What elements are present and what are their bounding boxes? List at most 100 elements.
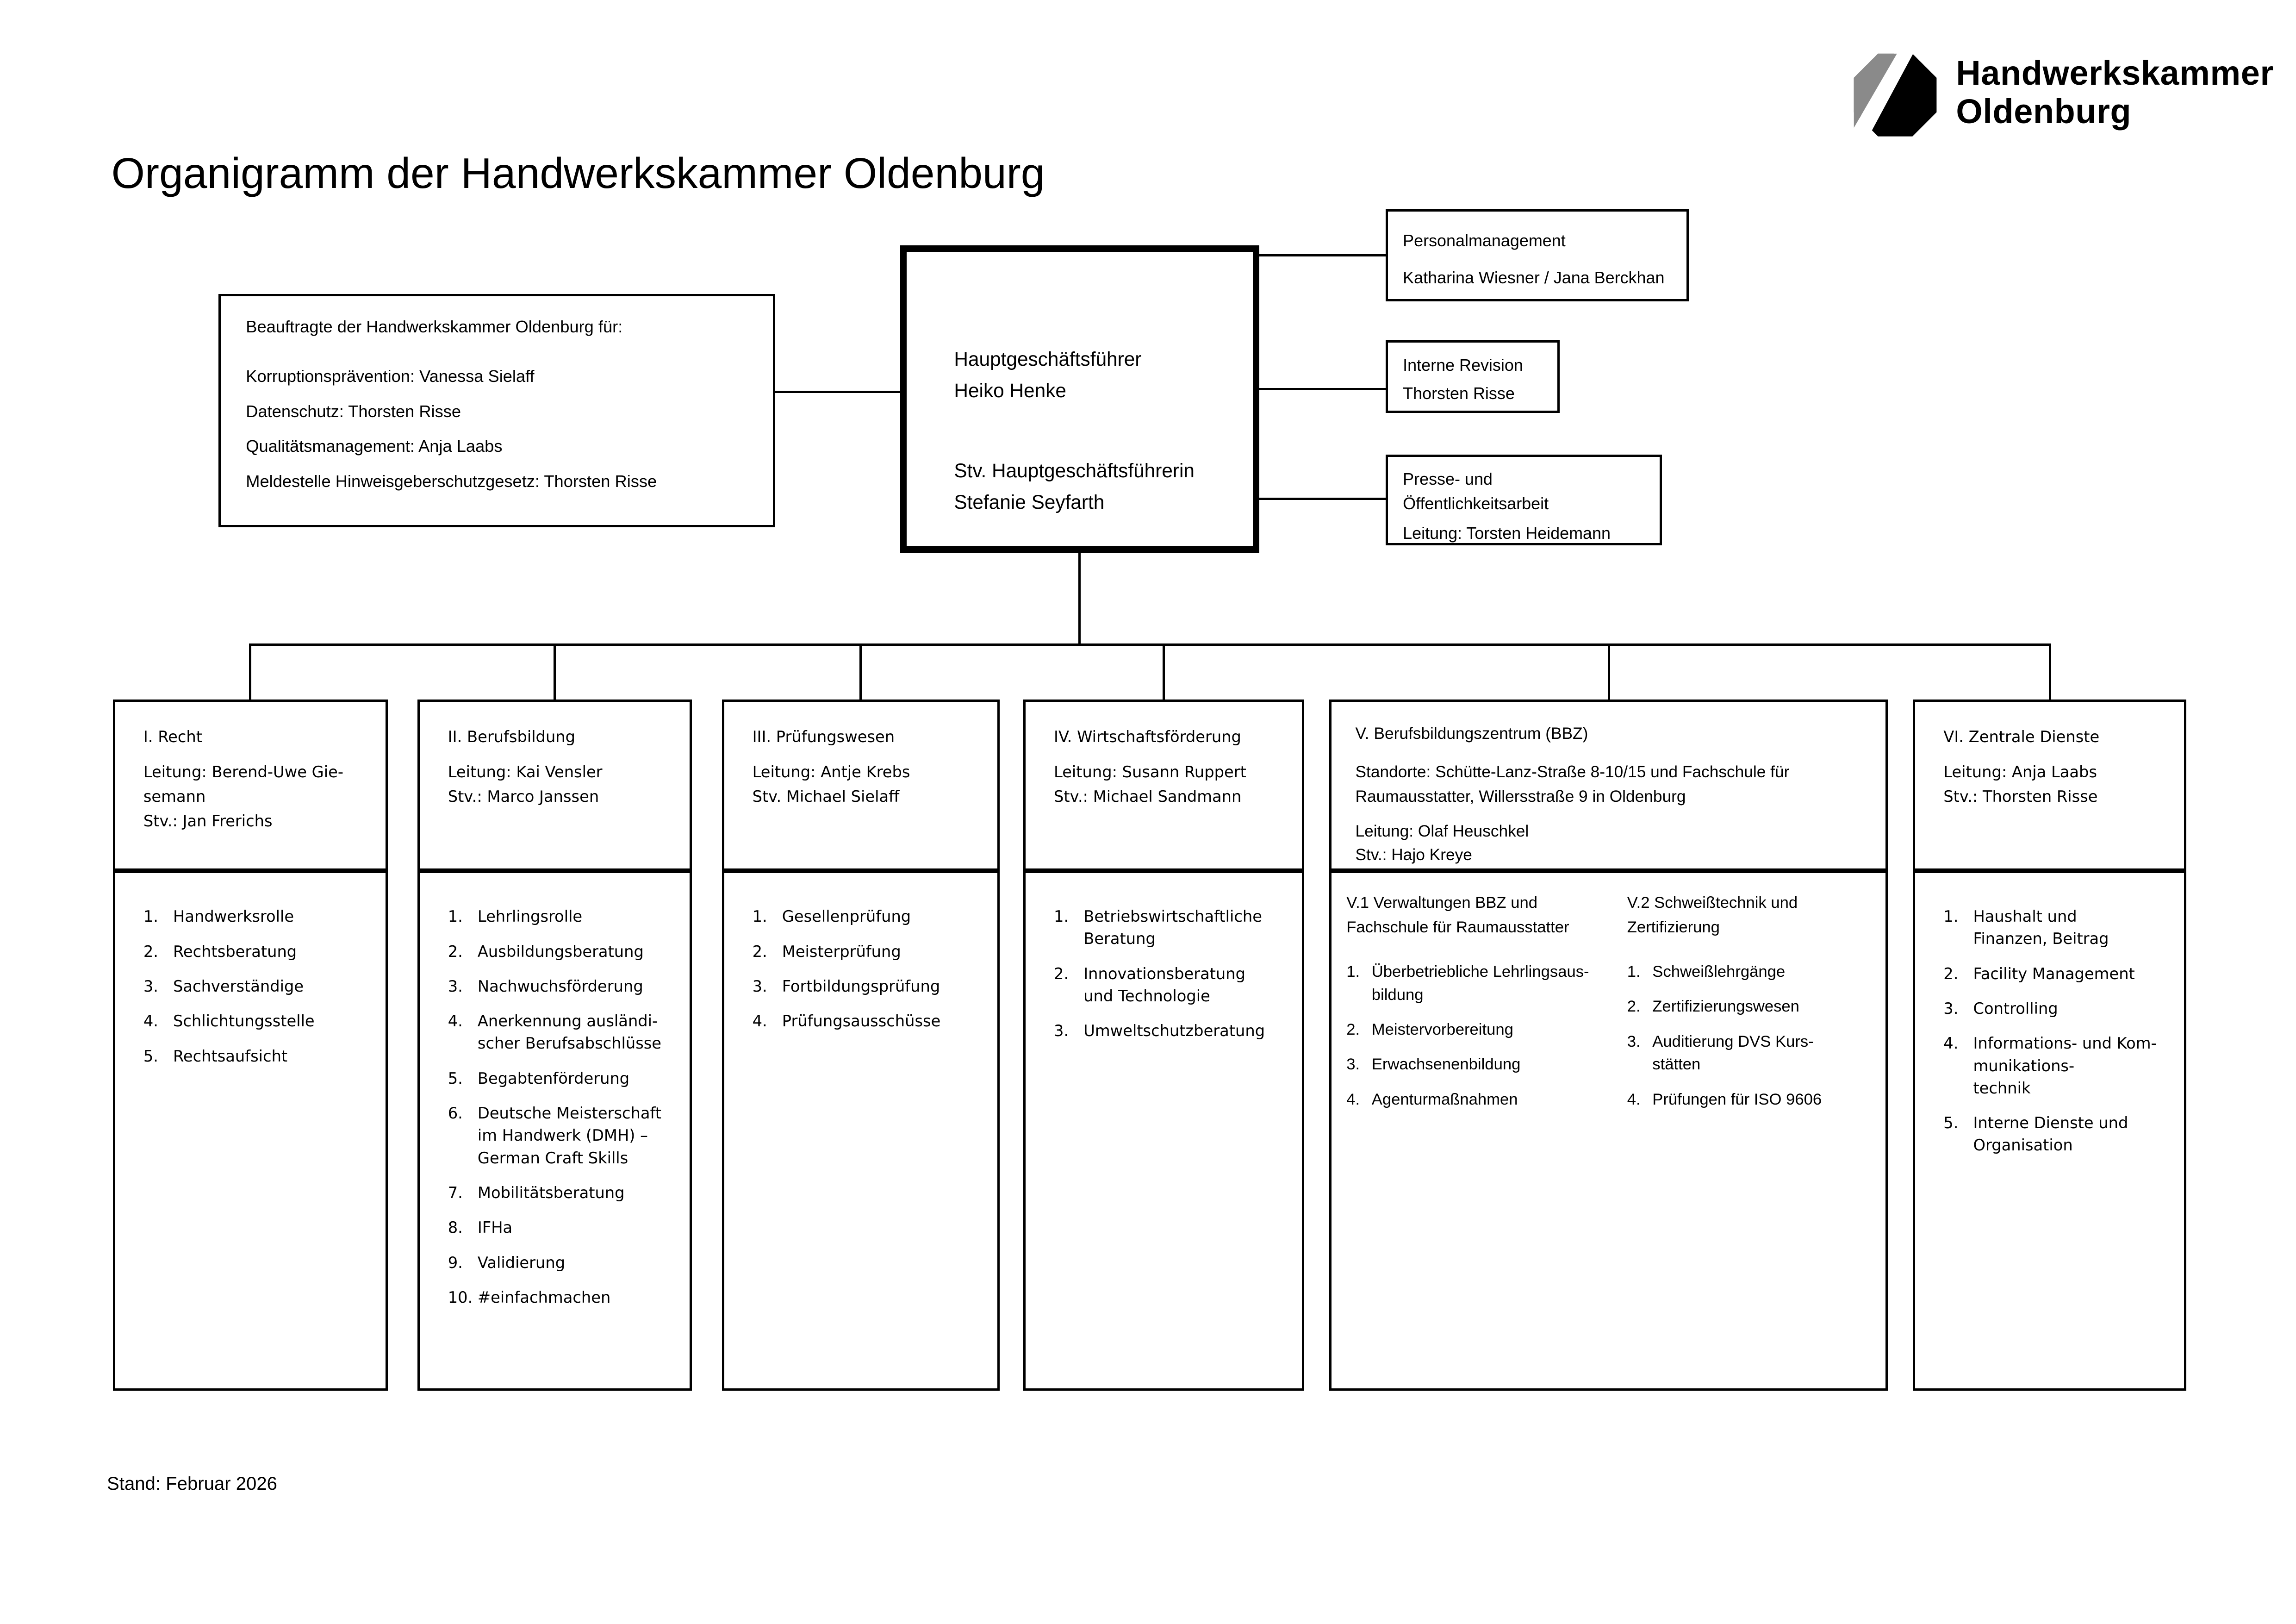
dept-stv: Stv.: Jan Frerichs <box>143 812 273 830</box>
beauftragte-item: Korruptionsprävention: Vanessa Sielaff <box>246 367 535 386</box>
list-item-number: 6. <box>448 1104 463 1123</box>
list-item-number: 1. <box>1943 907 1959 926</box>
list-item-number: 7. <box>448 1183 463 1202</box>
list-item-number: 5. <box>448 1069 463 1087</box>
list-item-text: Deutsche Meisterschaft im Handwerk (DMH)… <box>477 1104 662 1167</box>
dept-leitung: Leitung: Berend-Uwe Gie- semann <box>143 762 344 806</box>
list-item-number: 2. <box>1054 964 1069 983</box>
dept-stv: Stv.: Michael Sandmann <box>1054 787 1242 806</box>
list-item-number: 3. <box>1627 1032 1641 1050</box>
dept-stv: Stv.: Thorsten Risse <box>1943 787 2098 806</box>
list-item-number: 1. <box>1346 962 1360 981</box>
dept-title: II. Berufsbildung <box>448 727 576 746</box>
dept-title: VI. Zentrale Dienste <box>1943 727 2100 746</box>
list-item: 8. IFHa <box>448 1217 681 1239</box>
connector-management-personalmanagement <box>1259 254 1386 256</box>
stand-date: Stand: Februar 2026 <box>107 1474 277 1494</box>
dept-5-sub-2: V.2 Schweißtechnik und Zertifizierung 1.… <box>1627 873 1880 1388</box>
list-item-number: 1. <box>1627 962 1641 981</box>
beauftragte-item: Qualitätsmanagement: Anja Laabs <box>246 437 503 456</box>
list-item: 2.Ausbildungsberatung <box>448 941 681 963</box>
beauftragte-item: Datenschutz: Thorsten Risse <box>246 401 461 421</box>
beauftragte-box: Beauftragte der Handwerkskammer Oldenbur… <box>218 294 776 528</box>
list-item-text: Erwachsenenbildung <box>1371 1056 1521 1074</box>
dept-5-bbz-header: V. Berufsbildungszentrum (BBZ) Standorte… <box>1329 700 1888 871</box>
list-item-number: 2. <box>1627 998 1641 1016</box>
list-item-text: Facility Management <box>1973 964 2135 983</box>
page-title: Organigramm der Handwerkskammer Oldenbur… <box>111 149 1045 197</box>
list-item-text: Begabtenförderung <box>477 1069 630 1087</box>
connector-management-interne-revision <box>1259 387 1386 390</box>
connector-stub-dept-6 <box>2048 643 2051 700</box>
list-item: 5. Begabtenförderung <box>448 1068 681 1090</box>
list-item-text: Gesellenprüfung <box>782 907 911 926</box>
list-item-number: 2. <box>1943 964 1959 983</box>
list-item-number: 9. <box>448 1253 463 1272</box>
dept-leitung: Leitung: Olaf Heuschkel <box>1355 822 1529 840</box>
management-name-2: Stefanie Seyfarth <box>954 491 1105 513</box>
dept-stv: Stv. Michael Sielaff <box>752 787 900 806</box>
list-item-number: 4. <box>1346 1090 1360 1108</box>
list-item-number: 1. <box>1054 907 1069 926</box>
list-item-text: #einfachmachen <box>477 1288 611 1307</box>
list-item-text: Validierung <box>477 1253 566 1272</box>
list-item-text: Schweißlehrgänge <box>1652 962 1786 981</box>
list-item: 1. Schweißlehrgänge <box>1627 961 1880 984</box>
logo-text: Handwerkskammer Oldenburg <box>1956 50 2273 131</box>
connector-stub-dept-3 <box>859 643 862 700</box>
presse-box: Presse- und Öffentlichkeitsarbeit Leitun… <box>1386 454 1662 545</box>
list-item-text: Auditierung DVS Kurs- stätten <box>1652 1032 1814 1074</box>
dept-4-wirtschaftsfoerderung-header: IV. Wirtschaftsförderung Leitung: Susann… <box>1023 700 1304 871</box>
list-item-number: 10. <box>448 1288 473 1307</box>
list-item: 5.Rechtsaufsicht <box>143 1045 376 1068</box>
list-item-number: 2. <box>448 942 463 961</box>
list-item-number: 5. <box>1943 1114 1959 1132</box>
dept-5-sub-1: V.1 Verwaltungen BBZ und Fachschule für … <box>1346 873 1617 1388</box>
list-item-text: Controlling <box>1973 999 2058 1018</box>
list-item-number: 2. <box>1346 1021 1360 1038</box>
list-item: 4.Prüfungen für ISO 9606 <box>1627 1088 1880 1112</box>
dept-standorte: Standorte: Schütte-Lanz-Straße 8-10/15 u… <box>1355 762 1790 806</box>
list-item: 4. Agenturmaßnahmen <box>1346 1088 1617 1112</box>
list-item-text: Agenturmaßnahmen <box>1371 1090 1518 1108</box>
list-item-text: Meistervorbereitung <box>1371 1021 1513 1038</box>
list-item-text: Innovationsberatung und Technologie <box>1083 964 1246 1005</box>
dept-title: III. Prüfungswesen <box>752 727 895 746</box>
management-role-1: Hauptgeschäftsführer <box>954 348 1142 370</box>
list-item-text: Anerkennung ausländi- scher Berufsabschl… <box>477 1012 662 1053</box>
list-item: 2.Zertifizierungswesen <box>1627 995 1880 1018</box>
beauftragte-title: Beauftragte der Handwerkskammer Oldenbur… <box>246 317 623 337</box>
list-item-number: 3. <box>1943 999 1959 1018</box>
beauftragte-item: Meldestelle Hinweisgeberschutzgesetz: Th… <box>246 471 657 491</box>
list-item-text: Prüfungsausschüsse <box>782 1012 941 1031</box>
dept-leitung: Leitung: Kai Vensler <box>448 762 603 781</box>
list-item-number: 1. <box>143 907 159 926</box>
list-item-number: 4. <box>448 1012 463 1031</box>
list-item-number: 2. <box>143 942 159 961</box>
connector-beauftragte-management <box>775 390 900 394</box>
list-item: 9. Validierung <box>448 1252 681 1274</box>
list-item-text: Fortbildungsprüfung <box>782 977 940 995</box>
list-item-text: Informations- und Kom- munikations- tech… <box>1973 1034 2157 1097</box>
list-item: 10.#einfachmachen <box>448 1287 681 1309</box>
list-item-text: Mobilitätsberatung <box>477 1183 625 1202</box>
list-item: 4.Informations- und Kom- munikations- te… <box>1943 1032 2175 1099</box>
list-item-text: IFHa <box>477 1218 513 1237</box>
list-item-number: 3. <box>143 977 159 995</box>
list-item: 1.Handwerksrolle <box>143 906 376 928</box>
connector-management-presse <box>1259 498 1386 500</box>
list-item: 6. Deutsche Meisterschaft im Handwerk (DM… <box>448 1102 681 1169</box>
list-item: 3.Erwachsenenbildung <box>1346 1053 1617 1076</box>
list-item: 1.Überbetriebliche Lehrlingsaus- bildung <box>1346 961 1617 1006</box>
dept-leitung: Leitung: Antje Krebs <box>752 762 910 781</box>
dept-leitung: Leitung: Anja Laabs <box>1943 762 2097 781</box>
list-item-number: 8. <box>448 1218 463 1237</box>
list-item: 3.Nachwuchsförderung <box>448 975 681 998</box>
dept-1-recht-header: I. Recht Leitung: Berend-Uwe Gie- semann… <box>112 700 388 871</box>
list-item: 2. Meistervorbereitung <box>1346 1018 1617 1042</box>
connector-stub-dept-2 <box>554 643 556 700</box>
personalmanagement-title: Personalmanagement <box>1403 231 1566 250</box>
